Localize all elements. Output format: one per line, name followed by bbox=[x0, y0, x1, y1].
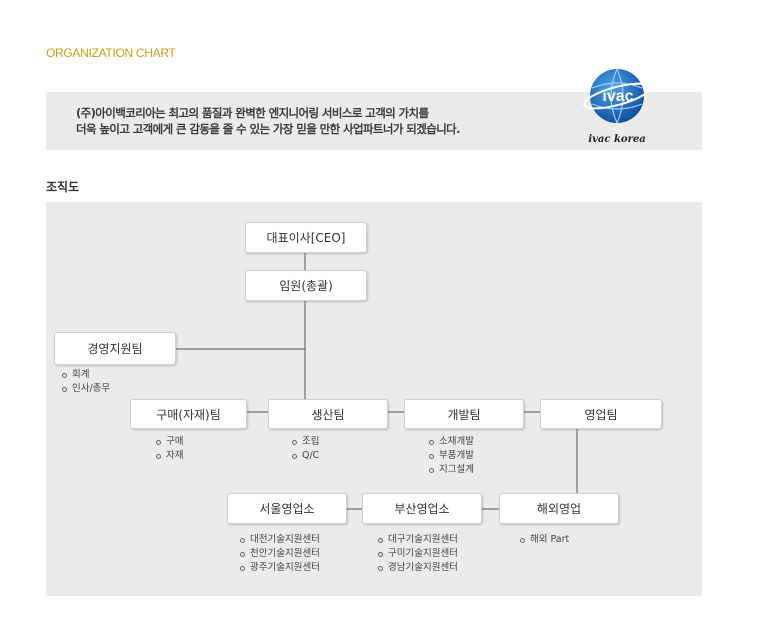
busan-office-items: 대구기술지원센터 구미기술지원센터 경남기술지원센터 bbox=[378, 533, 458, 575]
list-item: 자재 bbox=[156, 449, 183, 463]
node-executive: 임원(총괄) bbox=[245, 270, 367, 301]
seoul-office-items: 대전기술지원센터 천안기술지원센터 광주기술지원센터 bbox=[240, 533, 320, 575]
node-sales: 영업팀 bbox=[540, 399, 662, 429]
overseas-items: 해외 Part bbox=[520, 533, 569, 547]
management-support-items: 회계 인사/총무 bbox=[62, 368, 110, 396]
node-development: 개발팀 bbox=[404, 399, 524, 429]
node-ceo: 대표이사[CEO] bbox=[245, 222, 367, 253]
node-seoul-office: 서울영업소 bbox=[227, 493, 347, 524]
development-items: 소재개발 부품개발 지그설계 bbox=[429, 435, 474, 477]
connector-lines bbox=[176, 253, 578, 510]
purchasing-items: 구매 자재 bbox=[156, 435, 183, 463]
intro-line-2: 더욱 높이고 고객에게 큰 감동을 줄 수 있는 가장 믿을 만한 사업파트너가… bbox=[76, 122, 461, 136]
node-production: 생산팀 bbox=[268, 399, 388, 429]
list-item: 회계 bbox=[62, 368, 110, 382]
list-item: 대전기술지원센터 bbox=[240, 533, 320, 547]
globe-icon: ivac ivac korea bbox=[583, 68, 651, 145]
section-title: 조직도 bbox=[46, 180, 80, 194]
list-item: 부품개발 bbox=[429, 449, 474, 463]
list-item: 소재개발 bbox=[429, 435, 474, 449]
company-logo: ivac ivac korea bbox=[578, 66, 656, 146]
list-item: 지그설계 bbox=[429, 463, 474, 477]
list-item: 경남기술지원센터 bbox=[378, 561, 458, 575]
node-management-support: 경영지원팀 bbox=[54, 332, 176, 365]
intro-line-1: (주)아이백코리아는 최고의 품질과 완벽한 엔지니어링 서비스로 고객의 가치… bbox=[76, 106, 429, 120]
node-busan-office: 부산영업소 bbox=[362, 493, 482, 524]
page-title: ORGANIZATION CHART bbox=[46, 46, 176, 60]
list-item: Q/C bbox=[292, 449, 319, 463]
logo-text: ivac bbox=[602, 88, 633, 105]
list-item: 조립 bbox=[292, 435, 319, 449]
list-item: 구미기술지원센터 bbox=[378, 547, 458, 561]
list-item: 해외 Part bbox=[520, 533, 569, 547]
node-purchasing: 구매(자재)팀 bbox=[130, 399, 247, 429]
list-item: 인사/총무 bbox=[62, 382, 110, 396]
list-item: 천안기술지원센터 bbox=[240, 547, 320, 561]
list-item: 구매 bbox=[156, 435, 183, 449]
production-items: 조립 Q/C bbox=[292, 435, 319, 463]
intro-text: (주)아이백코리아는 최고의 품질과 완벽한 엔지니어링 서비스로 고객의 가치… bbox=[76, 105, 461, 137]
list-item: 대구기술지원센터 bbox=[378, 533, 458, 547]
node-overseas: 해외영업 bbox=[499, 493, 619, 524]
list-item: 광주기술지원센터 bbox=[240, 561, 320, 575]
logo-caption: ivac korea bbox=[588, 134, 645, 145]
org-chart: 대표이사[CEO] 임원(총괄) 경영지원팀 회계 인사/총무 구매(자재)팀 … bbox=[46, 202, 702, 596]
